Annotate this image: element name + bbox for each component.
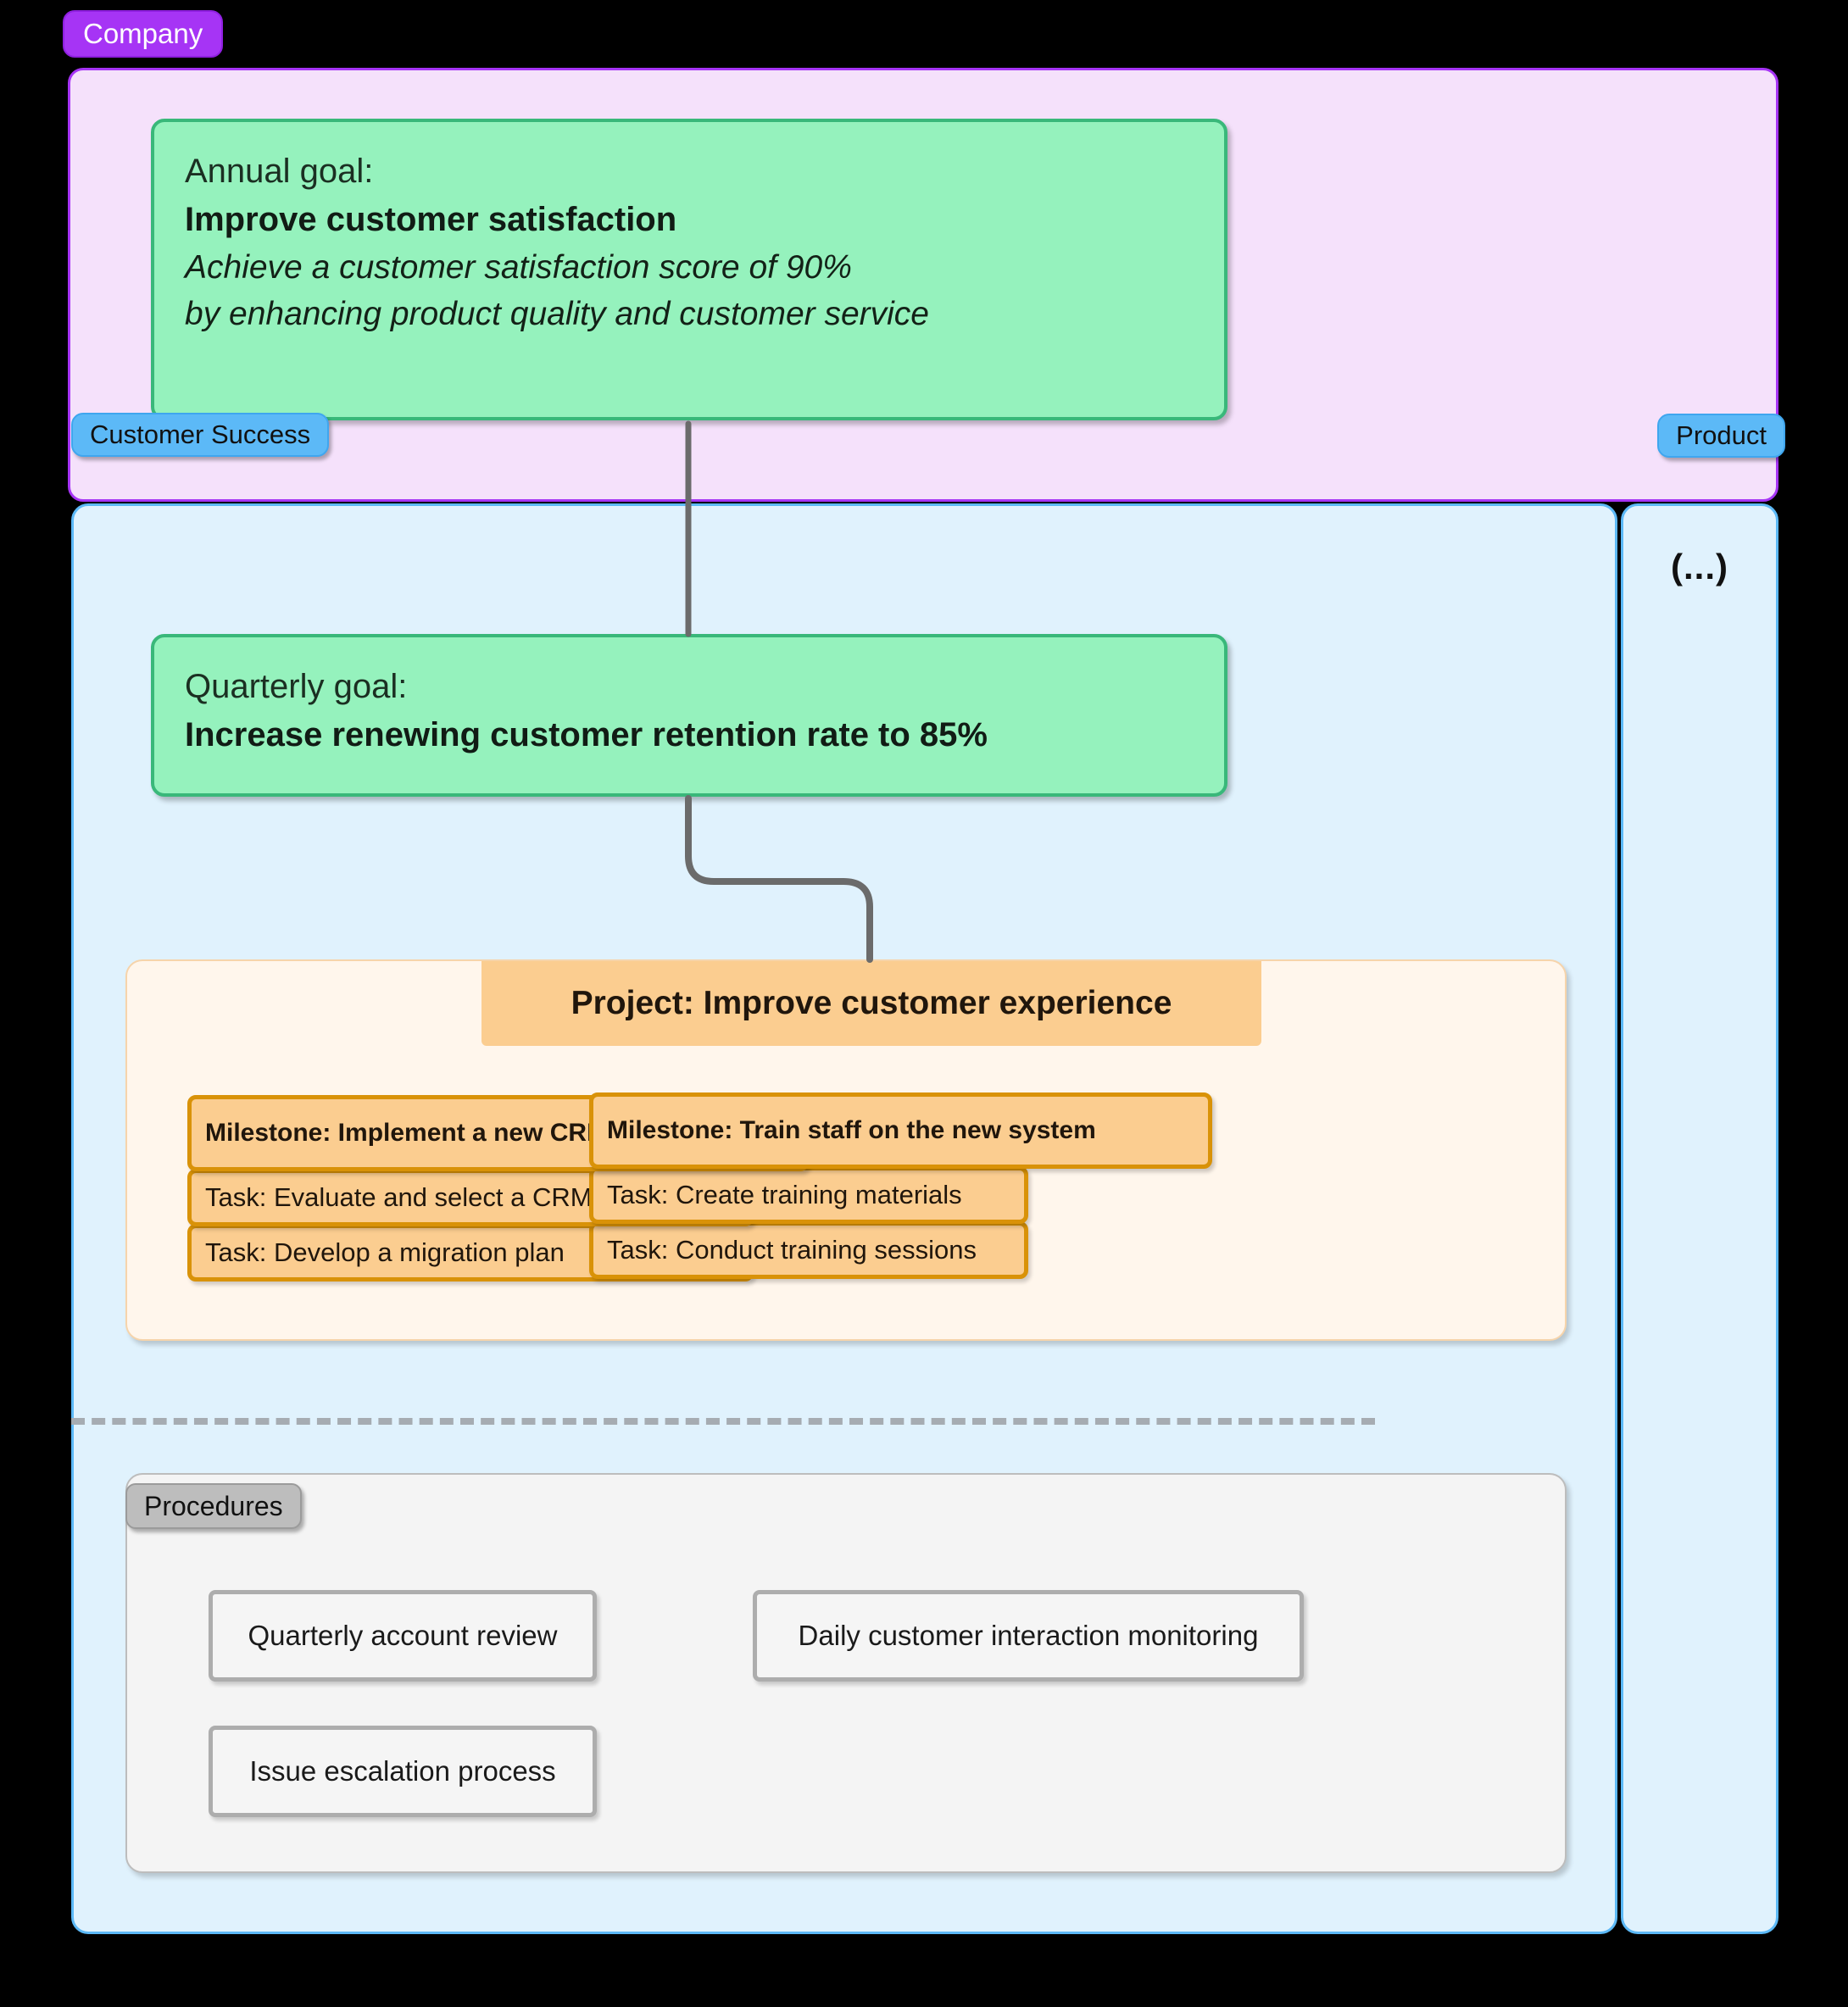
procedure-card[interactable]: Quarterly account review xyxy=(209,1590,597,1682)
team-badge-label-product: Product xyxy=(1676,420,1767,450)
project-title: Project: Improve customer experience xyxy=(481,961,1261,1046)
task-card[interactable]: Task: Conduct training sessions xyxy=(589,1221,1028,1279)
annual-goal-title: Improve customer satisfaction xyxy=(185,200,677,238)
annual-goal-description-line2: by enhancing product quality and custome… xyxy=(185,295,929,332)
team-badge-label-customer-success: Customer Success xyxy=(90,420,311,449)
procedure-card[interactable]: Issue escalation process xyxy=(209,1726,597,1817)
team-badge-customer-success[interactable]: Customer Success xyxy=(71,413,330,457)
milestone-card[interactable]: Milestone: Train staff on the new system xyxy=(589,1092,1212,1169)
company-badge-label: Company xyxy=(83,18,203,49)
procedures-badge[interactable]: Procedures xyxy=(125,1483,302,1529)
task-card[interactable]: Task: Create training materials xyxy=(589,1166,1028,1224)
product-collapsed-placeholder: (...) xyxy=(1671,547,1728,587)
quarterly-goal-title: Increase renewing customer retention rat… xyxy=(185,715,988,753)
project-container: Project: Improve customer experience Mil… xyxy=(125,959,1567,1341)
annual-goal-label: Annual goal: xyxy=(185,153,374,190)
procedures-badge-label: Procedures xyxy=(144,1490,283,1521)
procedures-container: Quarterly account review Daily customer … xyxy=(125,1473,1567,1873)
annual-goal-description-line1: Achieve a customer satisfaction score of… xyxy=(185,248,852,286)
quarterly-goal-card[interactable]: Quarterly goal: Increase renewing custom… xyxy=(151,634,1227,797)
annual-goal-card[interactable]: Annual goal: Improve customer satisfacti… xyxy=(151,119,1227,420)
company-badge[interactable]: Company xyxy=(63,10,224,58)
team-container-product: (...) xyxy=(1621,503,1778,1934)
procedure-card[interactable]: Daily customer interaction monitoring xyxy=(753,1590,1304,1682)
milestone-group-2: Milestone: Train staff on the new system… xyxy=(589,1092,1212,1279)
team-badge-product[interactable]: Product xyxy=(1657,414,1785,458)
quarterly-goal-label: Quarterly goal: xyxy=(185,668,408,705)
section-divider xyxy=(71,1418,1375,1425)
